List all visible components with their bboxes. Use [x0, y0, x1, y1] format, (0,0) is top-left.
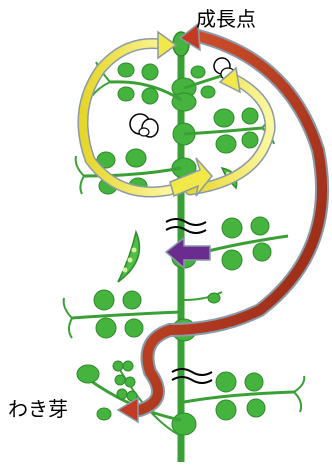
- leaf-lower-right: [184, 372, 304, 420]
- pea-pod-icon: [118, 232, 139, 282]
- flower-icon: [130, 114, 158, 137]
- leaf-small-right: [184, 292, 222, 303]
- red-growth-arrow: [118, 24, 322, 422]
- stem-break-upper: [166, 219, 206, 233]
- axillary-bud-label: わき芽: [8, 397, 68, 421]
- growth-point-label: 成長点: [196, 7, 256, 31]
